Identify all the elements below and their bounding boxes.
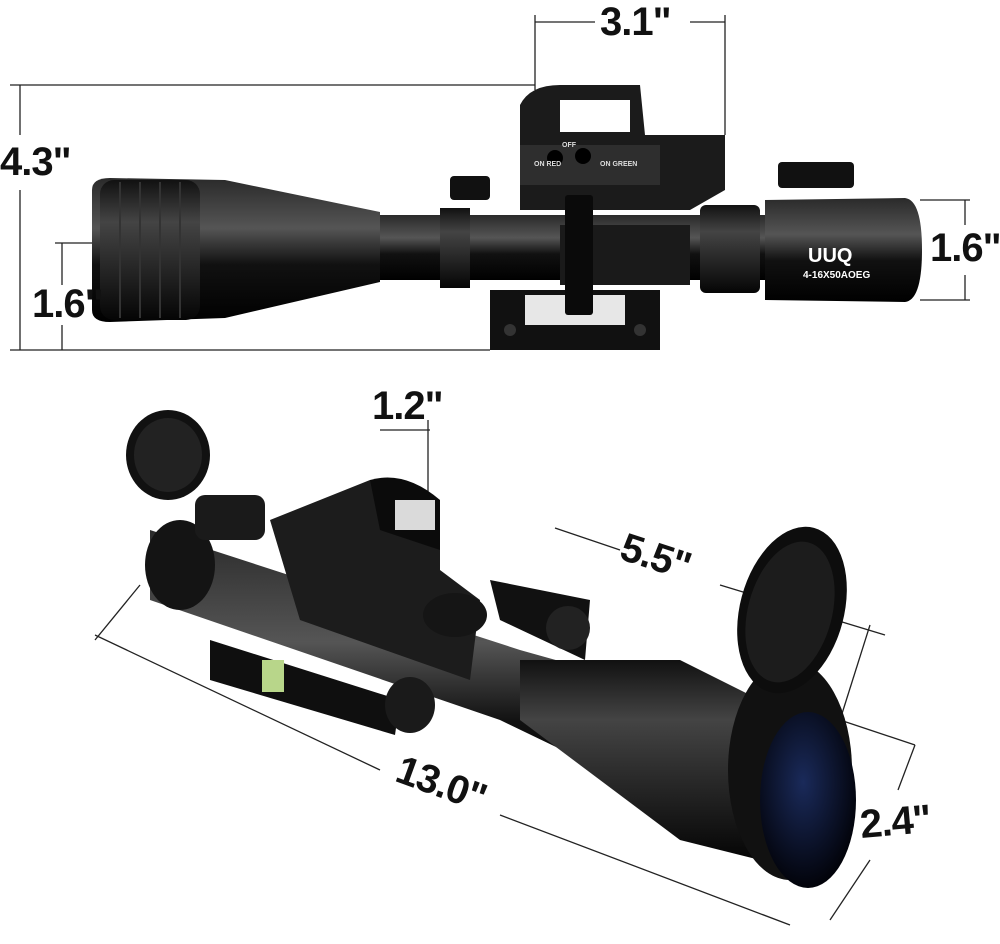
dimension-label-1-6-left: 1.6"	[32, 282, 104, 326]
reddot-on-green-text: ON GREEN	[600, 161, 637, 168]
dimension-label-3-1-width: 3.1"	[600, 0, 672, 44]
dimension-label-2-4-diameter: 2.4"	[858, 797, 933, 847]
dimension-label-4-3-height: 4.3"	[0, 140, 72, 184]
reddot-off-text: OFF	[562, 142, 577, 149]
brand-logo-text: UUQ	[808, 245, 852, 267]
reddot-on-red-text: ON RED	[534, 161, 561, 168]
model-text: 4-16X50AOEG	[803, 270, 870, 281]
bottom-scope-perspective-view	[126, 410, 856, 888]
dimension-label-1-6-right: 1.6"	[930, 226, 1000, 270]
dimension-lines-top	[10, 15, 970, 351]
top-scope-side-view: ON RED ON GREEN OFF UUQ 4-16X50AOEG	[92, 85, 922, 350]
dimension-label-1-2-reddot: 1.2"	[372, 384, 444, 428]
